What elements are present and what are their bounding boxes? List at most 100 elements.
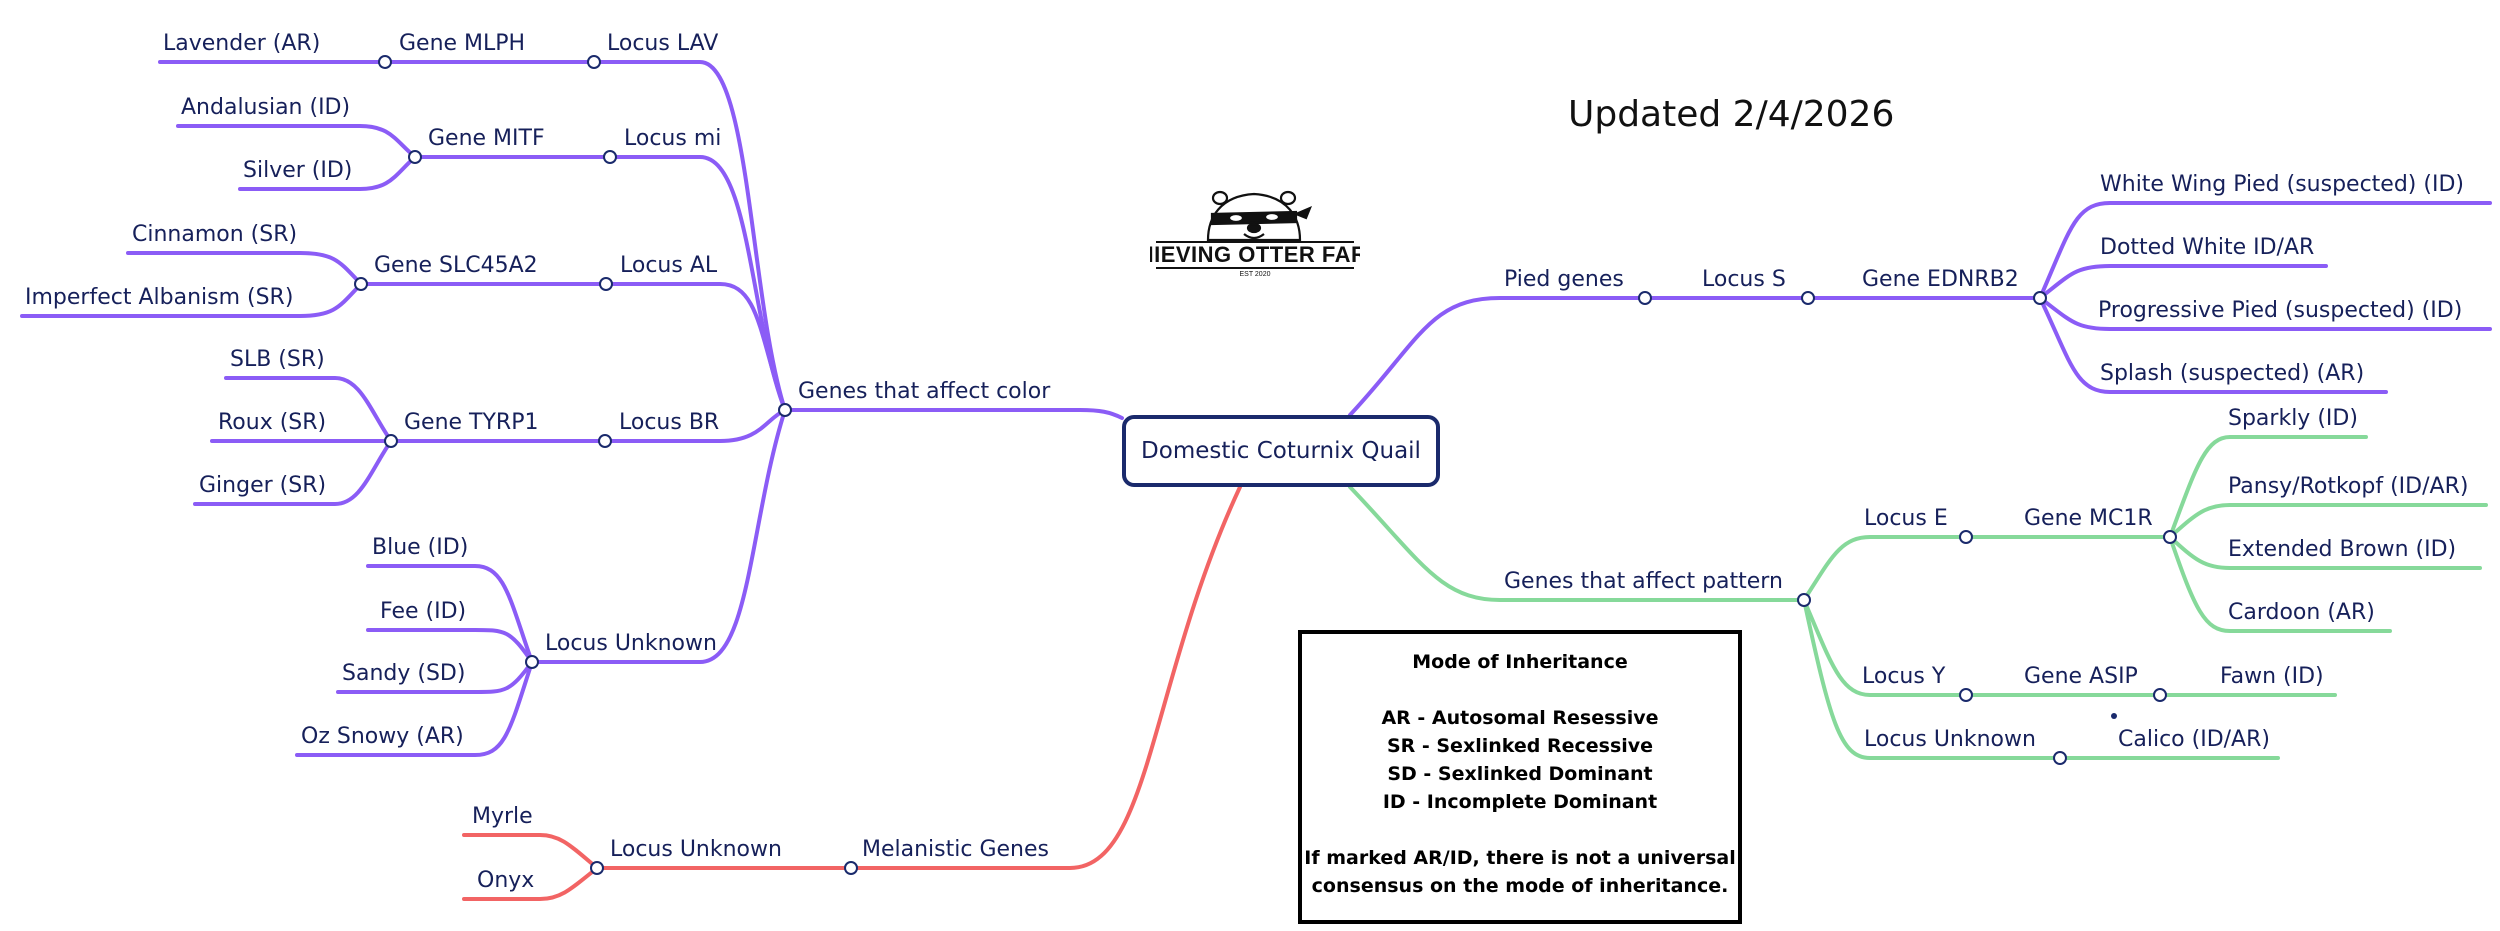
root-label: Domestic Coturnix Quail [1141, 438, 1421, 464]
connector [1802, 598, 2162, 697]
connector [2168, 535, 2392, 633]
node-dot [378, 55, 392, 69]
otter-icon [1206, 190, 1313, 242]
connector [1348, 485, 1806, 602]
legend-note-line-1: If marked AR/ID, there is not a universa… [1304, 847, 1736, 869]
node-dot [2053, 751, 2067, 765]
locus-mi-label: Locus mi [624, 126, 721, 151]
node-dot [408, 150, 422, 164]
connector [126, 251, 363, 286]
trait-dotted-white: Dotted White ID/AR [2100, 235, 2314, 260]
locus-e-label: Locus E [1864, 506, 1948, 531]
connector [193, 439, 393, 506]
connector [20, 282, 363, 318]
connector [2038, 296, 2388, 394]
locus-s-label: Locus S [1702, 267, 1786, 292]
trait-fee: Fee (ID) [380, 599, 466, 624]
root-node: Domestic Coturnix Quail [1122, 415, 1440, 487]
gene-mlph-label: Gene MLPH [399, 31, 525, 56]
trait-lavender: Lavender (AR) [163, 31, 320, 56]
trait-progressive-pied: Progressive Pied (suspected) (ID) [2098, 298, 2462, 323]
legend-title: Mode of Inheritance [1412, 651, 1628, 673]
gene-ednrb2-label: Gene EDNRB2 [1862, 267, 2019, 292]
trait-ginger: Ginger (SR) [199, 473, 326, 498]
node-dot [2153, 688, 2167, 702]
trait-pansy-rotkopf: Pansy/Rotkopf (ID/AR) [2228, 474, 2468, 499]
trait-blue: Blue (ID) [372, 535, 468, 560]
connector [366, 628, 534, 664]
connector [2168, 435, 2368, 539]
legend-note-line-2: consensus on the mode of inheritance. [1311, 875, 1729, 897]
node-dot [598, 434, 612, 448]
logo-name: THIEVING OTTER FARM [1150, 242, 1360, 267]
node-dot [2033, 291, 2047, 305]
trait-andalusian: Andalusian (ID) [181, 95, 350, 120]
node-dot [778, 403, 792, 417]
connector [2168, 535, 2482, 570]
gene-mc1r-label: Gene MC1R [2024, 506, 2153, 531]
connector [2038, 296, 2492, 331]
connector [592, 60, 787, 412]
legend-line-sd: SD - Sexlinked Dominant [1387, 763, 1653, 785]
locus-y-label: Locus Y [1862, 664, 1946, 689]
connector [604, 282, 787, 412]
connector [176, 124, 417, 159]
trait-oz-snowy: Oz Snowy (AR) [301, 724, 464, 749]
connector [530, 408, 787, 664]
inheritance-legend: Mode of Inheritance AR - Autosomal Reses… [1298, 630, 1742, 924]
node-dot [1638, 291, 1652, 305]
farm-logo: THIEVING OTTER FARM EST 2020 [1150, 190, 1360, 278]
trait-myrle: Myrle [472, 804, 533, 829]
node-dot [587, 55, 601, 69]
locus-al-label: Locus AL [620, 253, 718, 278]
legend-line-ar: AR - Autosomal Resessive [1381, 707, 1659, 729]
locus-unknown-melanistic-label: Locus Unknown [610, 837, 782, 862]
locus-lav-label: Locus LAV [607, 31, 718, 56]
trait-cinnamon: Cinnamon (SR) [132, 222, 297, 247]
connector [336, 660, 534, 694]
trait-splash: Splash (suspected) (AR) [2100, 361, 2364, 386]
connector [295, 660, 534, 757]
trait-cardoon: Cardoon (AR) [2228, 600, 2375, 625]
connector [2168, 503, 2488, 539]
gene-asip-label: Gene ASIP [2024, 664, 2138, 689]
node-dot [384, 434, 398, 448]
trait-onyx: Onyx [477, 868, 534, 893]
node-dot [354, 277, 368, 291]
locus-unknown-pattern-label: Locus Unknown [1864, 727, 2036, 752]
node-dot [1959, 688, 1973, 702]
node-dot [1797, 593, 1811, 607]
gene-mitf-label: Gene MITF [428, 126, 545, 151]
node-dot [1959, 530, 1973, 544]
connector [366, 564, 534, 664]
updated-date: Updated 2/4/2026 [1568, 94, 1894, 135]
connector [462, 866, 599, 901]
connector [1802, 598, 2280, 760]
node-dot [525, 655, 539, 669]
node-dot [844, 861, 858, 875]
gene-tyrp1-label: Gene TYRP1 [404, 410, 538, 435]
gene-slc45a2-label: Gene SLC45A2 [374, 253, 538, 278]
connector [1802, 535, 2172, 602]
trait-imperfect-albanism: Imperfect Albanism (SR) [25, 285, 293, 310]
trait-silver: Silver (ID) [243, 158, 352, 183]
stray-dot [2111, 713, 2117, 719]
node-dot [603, 150, 617, 164]
connector [224, 376, 393, 443]
connector [2038, 264, 2328, 300]
trait-calico: Calico (ID/AR) [2118, 727, 2270, 752]
trait-sandy: Sandy (SD) [342, 661, 465, 686]
pied-branch-label: Pied genes [1504, 267, 1624, 292]
connector [238, 155, 417, 191]
connector [593, 485, 1242, 870]
node-dot [1801, 291, 1815, 305]
legend-line-sr: SR - Sexlinked Recessive [1386, 735, 1654, 757]
legend-line-id: ID - Incomplete Dominant [1382, 791, 1658, 813]
connector [2038, 201, 2492, 300]
trait-roux: Roux (SR) [218, 410, 326, 435]
trait-white-wing-pied: White Wing Pied (suspected) (ID) [2100, 172, 2464, 197]
connector [1348, 296, 2042, 417]
color-branch-label: Genes that affect color [798, 379, 1051, 404]
node-dot [2163, 530, 2177, 544]
